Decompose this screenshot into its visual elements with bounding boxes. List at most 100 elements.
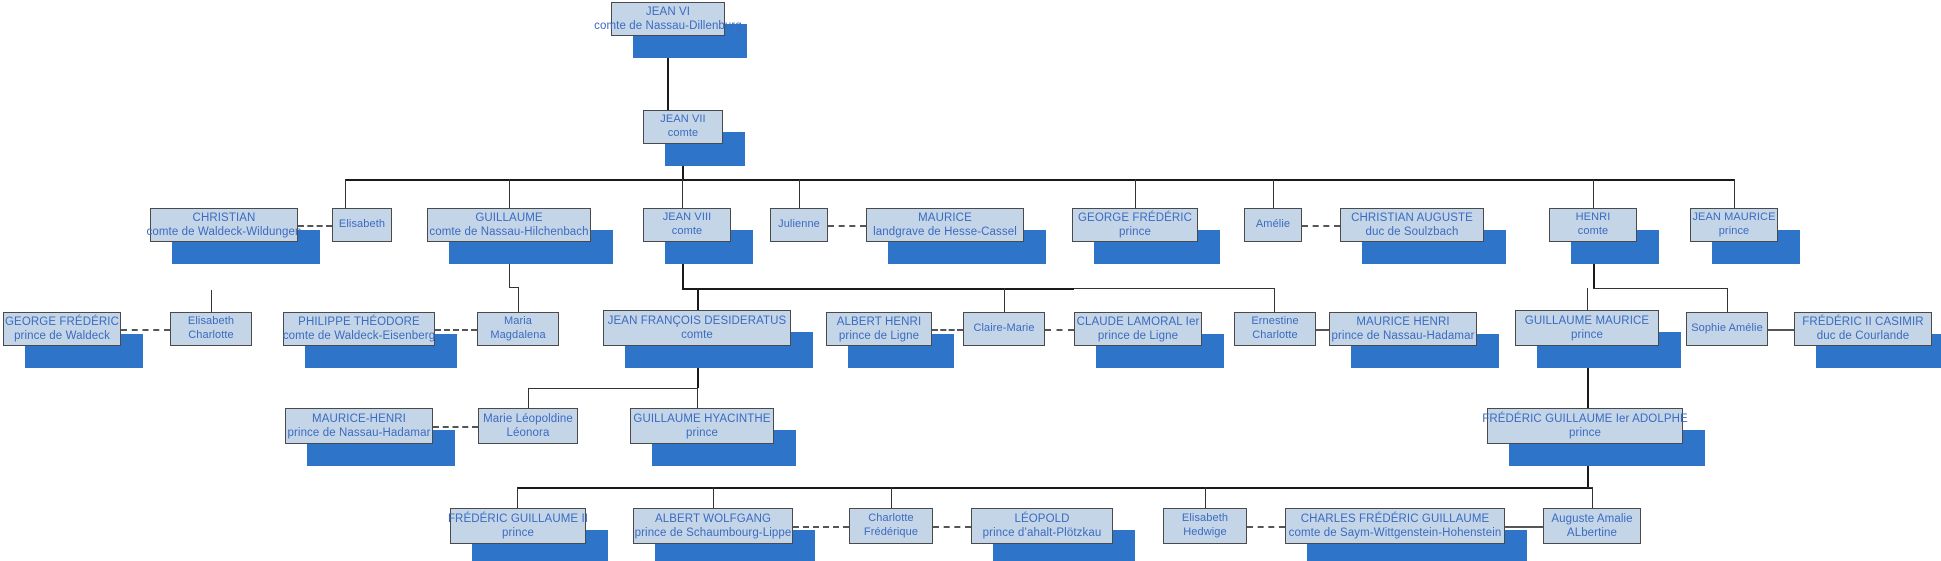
connector-jean8-bus <box>682 288 1074 290</box>
node-name: FRÉDÉRIC GUILLAUME II <box>447 512 589 525</box>
node-title: prince <box>1569 427 1601 439</box>
node-name: Claire-Marie <box>973 322 1035 335</box>
connector-jean8-bus-right <box>1074 288 1274 289</box>
connector-drop-marieleo <box>528 388 529 408</box>
node-leopold[interactable]: LÉOPOLD prince d’ahalt-Plötzkau <box>971 508 1113 544</box>
connector-drop-elisabeth <box>345 179 346 208</box>
node-clairemarie[interactable]: Claire-Marie <box>963 312 1045 346</box>
connector-drop-jeanfrancois <box>697 288 699 310</box>
connector-drop-mariamag <box>518 287 519 312</box>
connector-drop-guillaume <box>509 179 510 208</box>
node-charlesfred[interactable]: CHARLES FRÉDÉRIC GUILLAUME comte de Saym-… <box>1285 508 1505 544</box>
node-name: GUILLAUME HYACINTHE <box>633 412 771 425</box>
node-title: ALbertine <box>1566 527 1618 539</box>
marriage-charlesfred-augamalie <box>1505 526 1543 528</box>
node-name: Maria <box>503 315 532 328</box>
connector-drop-jeanmaurice <box>1734 179 1735 208</box>
node-title: prince <box>1119 226 1151 238</box>
node-title: Hedwige <box>1183 526 1227 538</box>
node-title: comte de Nassau-Hilchenbach <box>429 226 589 238</box>
node-name: LÉOPOLD <box>1014 512 1070 525</box>
connector-drop-fredgui2 <box>517 487 518 508</box>
node-name: Marie Léopoldine <box>483 412 573 425</box>
node-title: prince de Ligne <box>1097 330 1179 342</box>
node-name: GUILLAUME MAURICE <box>1524 314 1650 327</box>
node-albwolf[interactable]: ALBERT WOLFGANG prince de Schaumbourg-Lip… <box>633 508 793 544</box>
node-name: Sophie Amélie <box>1691 322 1763 335</box>
marriage-ernestine-mauricehenri <box>1316 329 1329 331</box>
node-julienne[interactable]: Julienne <box>770 208 828 242</box>
node-title: comte <box>681 329 713 341</box>
marriage-amelie-chrisaug <box>1302 225 1340 227</box>
connector-jeanfrancois-bus <box>528 388 698 389</box>
connector-drop-albwolf <box>713 487 714 508</box>
connector-elischar-up <box>211 290 212 312</box>
node-amelie[interactable]: Amélie <box>1244 208 1302 242</box>
node-title: prince de Nassau-Hadamar <box>287 427 431 439</box>
connector-drop-ernestine <box>1274 288 1275 312</box>
node-title: comte <box>671 225 703 237</box>
connector-jean8-down <box>682 242 684 288</box>
marriage-julienne-maurice <box>828 225 866 227</box>
node-name: Julienne <box>778 218 820 231</box>
node-name: FRÉDÉRIC II CASIMIR <box>1802 315 1924 328</box>
node-name: CHARLES FRÉDÉRIC GUILLAUME <box>1300 512 1490 525</box>
connector-bottom-bus-right <box>1587 487 1593 488</box>
node-title: prince d’ahalt-Plötzkau <box>982 527 1102 539</box>
node-title: prince <box>1718 225 1750 237</box>
node-title: duc de Soulzbach <box>1365 226 1459 238</box>
node-title: Frédérique <box>863 526 919 538</box>
marriage-gfwaldeck-elischar <box>121 329 170 331</box>
node-title: prince de Schaumbourg-Lippe <box>634 527 792 539</box>
node-title: comte de Saym-Wittgenstein-Hohenstein <box>1288 527 1502 539</box>
node-name: Charlotte <box>868 512 914 525</box>
node-name: ALBERT WOLFGANG <box>654 512 772 525</box>
node-fred2casimir[interactable]: FRÉDÉRIC II CASIMIR duc de Courlande <box>1794 312 1932 346</box>
node-title: Léonora <box>506 427 550 439</box>
node-elisabeth[interactable]: Elisabeth <box>332 208 392 242</box>
connector-jean6-jean7 <box>667 36 669 110</box>
connector-drop-guihyacinthe <box>697 388 698 408</box>
connector-drop-guimaurice <box>1587 288 1588 310</box>
connector-drop-amelie <box>1273 179 1274 208</box>
node-title: prince de Nassau-Hadamar <box>1331 330 1475 342</box>
marriage-mauhenri2-marieleo <box>433 426 478 428</box>
node-title: prince de Ligne <box>838 330 920 342</box>
node-sophieamelie[interactable]: Sophie Amélie <box>1686 312 1768 346</box>
connector-drop-clairemarie <box>1004 288 1005 312</box>
node-name: Auguste Amalie <box>1551 512 1633 525</box>
node-name: JEAN VIII <box>662 211 712 224</box>
connector-drop-georgefred <box>1135 179 1136 208</box>
connector-drop-augamalie <box>1592 487 1593 508</box>
connector-guillaume-bus <box>509 287 518 288</box>
node-title: duc de Courlande <box>1816 330 1910 342</box>
